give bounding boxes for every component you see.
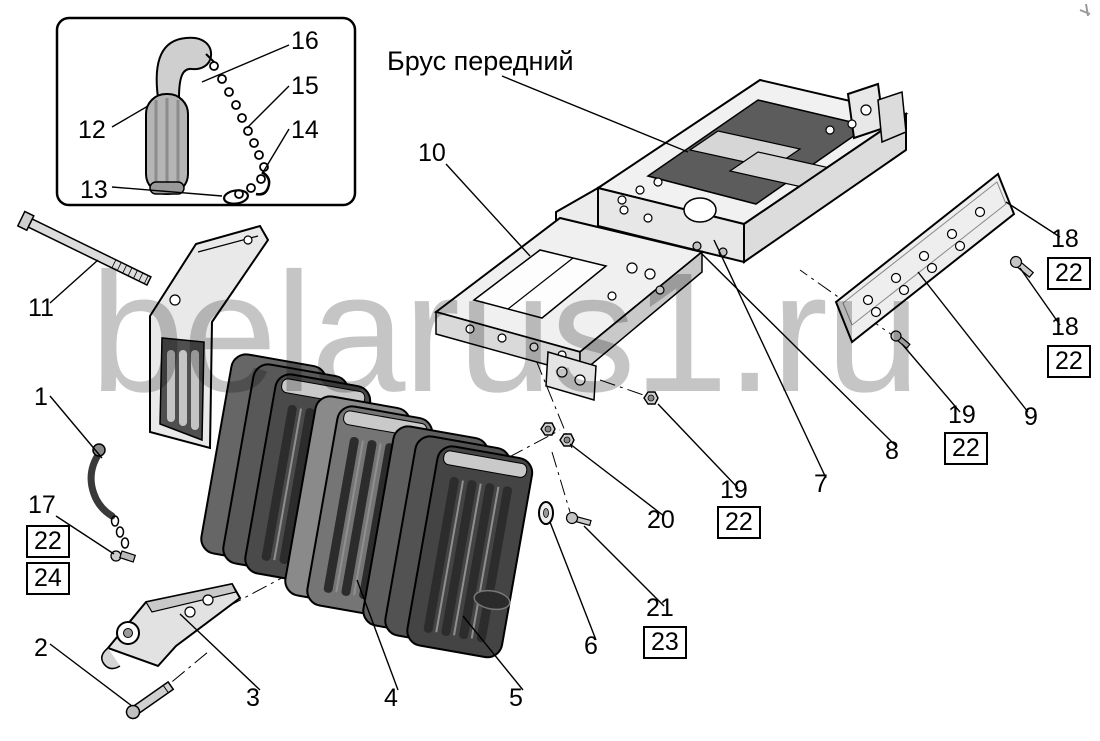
callout-9: 9 [1024,403,1038,431]
counterweights-drawing [197,351,536,661]
callout-21: 21 [646,594,674,622]
callout-14: 14 [291,116,319,144]
callout-15: 15 [291,72,319,100]
callout-12: 12 [78,116,106,144]
tow-hitch-drawing [101,550,242,670]
pin-drawing [125,680,175,720]
leader-lines [49,44,1061,707]
corner-mark [1079,3,1091,17]
front-beam-drawing [555,78,909,264]
callout-2: 2 [34,634,48,662]
callout-17: 17 [28,491,56,519]
callout-22-a: 22 [26,525,70,558]
callout-22-e: 22 [1047,345,1091,378]
mount-plate-drawing [433,216,705,401]
callout-1: 1 [34,383,48,411]
callout-19-a: 19 [720,476,748,504]
callout-24: 24 [26,562,70,595]
callout-22-b: 22 [717,506,761,539]
callout-18-a: 18 [1051,225,1079,253]
inset-detail-box [55,16,357,207]
side-plate-drawing [834,172,1035,350]
diagram-title: Брус передний [387,46,574,76]
callout-13: 13 [80,176,108,204]
callout-5: 5 [509,684,523,712]
callout-3: 3 [246,684,260,712]
long-bolt-drawing [16,210,152,286]
callout-4: 4 [384,684,398,712]
callout-22-d: 22 [1047,257,1091,290]
lever-drawing [87,443,130,549]
callout-11: 11 [28,294,54,322]
callout-22-c: 22 [944,432,988,465]
callout-19-b: 19 [948,401,976,429]
callout-6: 6 [584,632,598,660]
callout-16: 16 [291,27,319,55]
support-bracket-drawing [149,224,270,450]
callout-7: 7 [814,470,828,498]
callout-10: 10 [418,139,446,167]
callout-18-b: 18 [1051,313,1079,341]
callout-20: 20 [647,506,675,534]
callout-8: 8 [885,437,899,465]
callout-23: 23 [643,626,687,659]
hardware-drawing [538,391,659,527]
